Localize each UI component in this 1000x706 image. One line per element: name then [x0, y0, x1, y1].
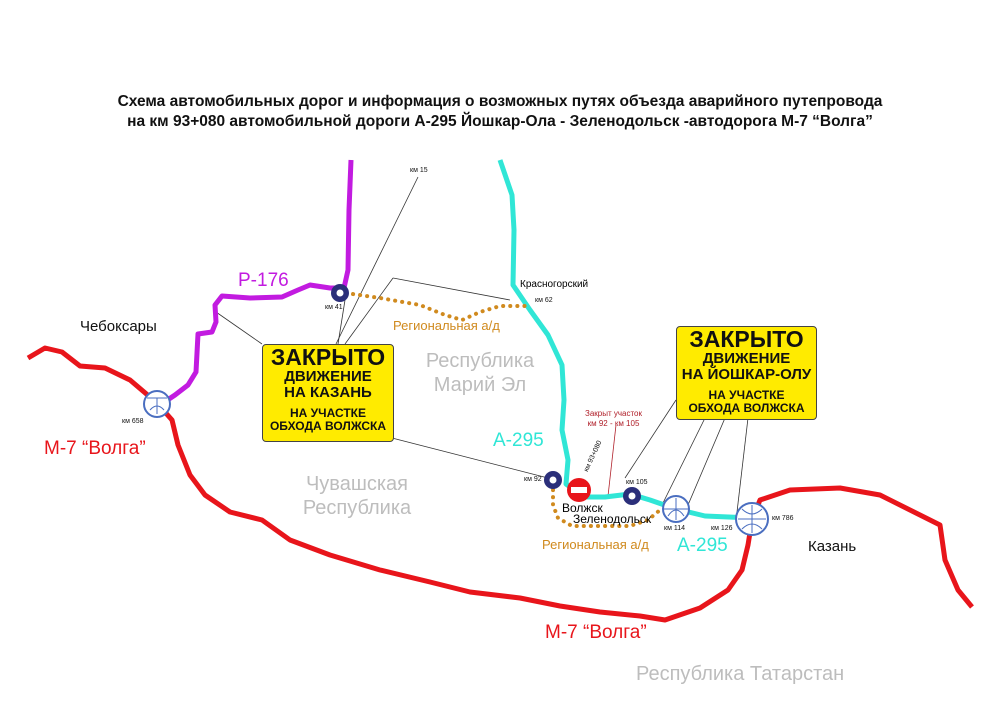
region-mari-el-2: Марий Эл: [433, 374, 527, 396]
closed-section-line1: Закрыт участок: [585, 409, 643, 418]
km-105: км 105: [626, 479, 648, 486]
km-126: км 126: [711, 525, 733, 532]
road-label-p176: Р-176: [238, 270, 289, 291]
km-786: км 786: [772, 515, 794, 522]
title-line-1: Схема автомобильных дорог и информация о…: [117, 93, 883, 110]
regional-label-bottom: Региональная а/д: [542, 537, 649, 552]
city-krasnogorsky: Красногорский: [520, 279, 589, 290]
box-right-l2: ДВИЖЕНИЕ: [702, 350, 791, 367]
box-right-l3: НА ЙОШКАР-ОЛУ: [681, 366, 812, 383]
road-label-a295-bottom: А-295: [677, 535, 728, 556]
closed-section-line2: км 92 - км 105: [587, 419, 640, 428]
regional-label-top: Региональная а/д: [393, 318, 500, 333]
region-chuvash-1: Чувашская: [305, 473, 409, 495]
city-cheboksary: Чебоксары: [80, 318, 157, 335]
road-a295: [497, 159, 753, 521]
road-label-a295-top: А-295: [493, 430, 544, 451]
box-left-l4: НА УЧАСТКЕ: [290, 406, 366, 420]
title-line-2: на км 93+080 автомобильной дороги А-295 …: [127, 113, 873, 130]
km-92: км 92: [524, 476, 542, 483]
box-left-l1: ЗАКРЫТО: [270, 344, 386, 370]
box-right-l4: НА УЧАСТКЕ: [708, 388, 785, 402]
closed-section-note: Закрыт участок км 92 - км 105: [585, 409, 642, 429]
km-41: км 41: [325, 304, 343, 311]
map-title: Схема автомобильных дорог и информация о…: [0, 92, 1000, 132]
box-right-l1: ЗАКРЫТО: [689, 326, 804, 352]
km-15: км 15: [410, 167, 428, 174]
region-mari-el: Республика Марий Эл: [410, 349, 550, 397]
interchange-km126-icon: [735, 502, 769, 536]
km-114: км 114: [664, 525, 685, 532]
regional-roads: [344, 291, 662, 528]
region-mari-el-1: Республика: [425, 350, 535, 372]
closed-to-kazan-notice: ЗАКРЫТО ДВИЖЕНИЕ НА КАЗАНЬ НА УЧАСТКЕ ОБ…: [262, 344, 394, 442]
interchange-km114-icon: [662, 495, 690, 523]
leader-lines: [215, 176, 749, 513]
city-kazan: Казань: [808, 538, 857, 555]
roundabout-km92: [544, 471, 562, 489]
km-62: км 62: [535, 297, 553, 304]
box-left-l5: ОБХОДА ВОЛЖСКА: [269, 419, 387, 433]
city-volzhsk: Волжск: [562, 501, 603, 515]
box-left-l2: ДВИЖЕНИЕ: [284, 368, 372, 385]
road-label-m7-left: М-7 “Волга”: [44, 438, 146, 459]
city-zelenodolsk: Зеленодольск: [573, 512, 652, 526]
region-tatarstan: Республика Татарстан: [636, 663, 845, 685]
interchange-km658-icon: [143, 390, 171, 418]
roundabout-km41: [331, 284, 349, 302]
km-658: км 658: [122, 418, 144, 425]
no-entry-icon: [567, 478, 591, 502]
box-left-l3: НА КАЗАНЬ: [284, 384, 372, 401]
region-chuvash-2: Республика: [302, 497, 412, 519]
roundabout-km105: [623, 487, 641, 505]
road-label-m7-bottom: М-7 “Волга”: [545, 622, 647, 643]
road-p176: [161, 159, 354, 406]
region-chuvashia: Чувашская Республика: [282, 472, 432, 520]
box-right-l5: ОБХОДА ВОЛЖСКА: [688, 401, 805, 415]
closed-to-yoshkar-ola-notice: ЗАКРЫТО ДВИЖЕНИЕ НА ЙОШКАР-ОЛУ НА УЧАСТК…: [676, 326, 817, 420]
